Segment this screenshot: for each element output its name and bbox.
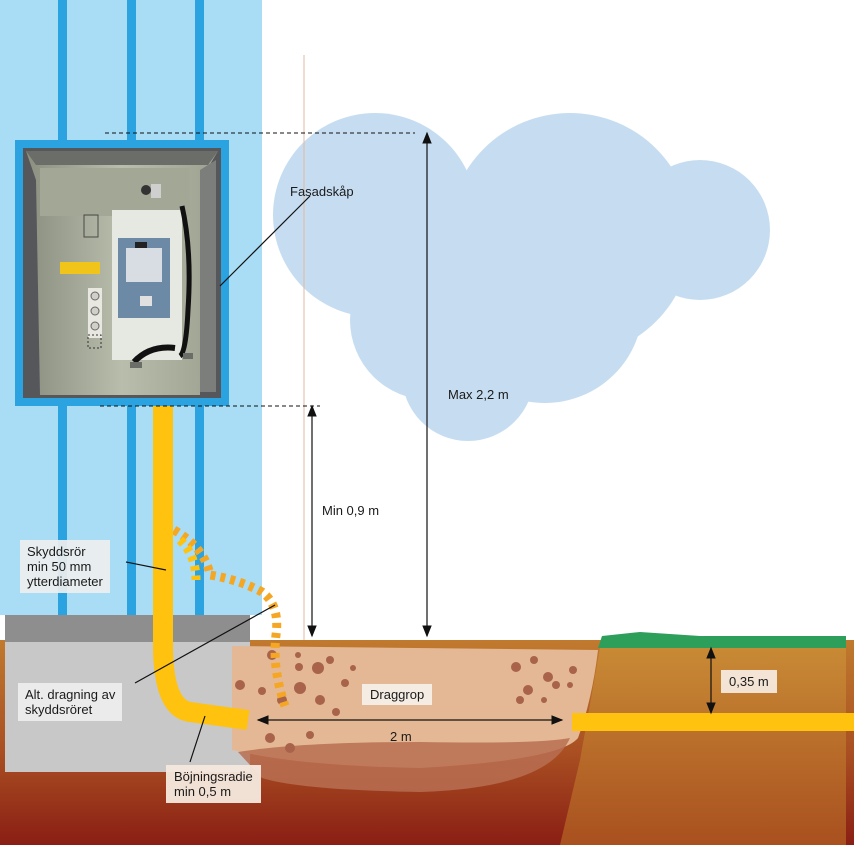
dimension-lines bbox=[100, 131, 716, 725]
label-alt-route: Alt. dragning av skyddsröret bbox=[18, 683, 123, 721]
skyddsror-line-3: ytterdiameter bbox=[27, 574, 103, 589]
alt-pipe-route bbox=[171, 526, 290, 708]
cloud bbox=[273, 113, 770, 441]
protective-pipe bbox=[153, 397, 250, 730]
label-draggrop: Draggrop bbox=[362, 684, 433, 705]
label-fasadskap: Fasadskåp bbox=[290, 184, 354, 199]
facade-cabinet bbox=[15, 140, 229, 406]
grass bbox=[598, 632, 846, 648]
label-skyddsror: Skyddsrör min 50 mm ytterdiameter bbox=[20, 540, 110, 593]
label-min-height: Min 0,9 m bbox=[322, 503, 380, 518]
label-max-height: Max 2,2 m bbox=[448, 387, 509, 402]
skyddsror-line-1: Skyddsrör bbox=[27, 544, 86, 559]
bend-line-2: min 0,5 m bbox=[174, 784, 232, 799]
soil-right bbox=[560, 648, 846, 845]
pipe-right-section bbox=[572, 713, 854, 731]
alt-line-2: skyddsröret bbox=[25, 702, 93, 717]
bend-line-1: Böjningsradie bbox=[174, 769, 253, 784]
skyddsror-line-2: min 50 mm bbox=[27, 559, 92, 574]
alt-line-1: Alt. dragning av bbox=[25, 687, 116, 702]
leader-lines bbox=[125, 195, 311, 763]
label-bend-radius: Böjningsradie min 0,5 m bbox=[166, 765, 261, 803]
label-depth: 0,35 m bbox=[721, 670, 777, 693]
label-length: 2 m bbox=[390, 729, 412, 744]
dragg-pit bbox=[232, 646, 598, 792]
